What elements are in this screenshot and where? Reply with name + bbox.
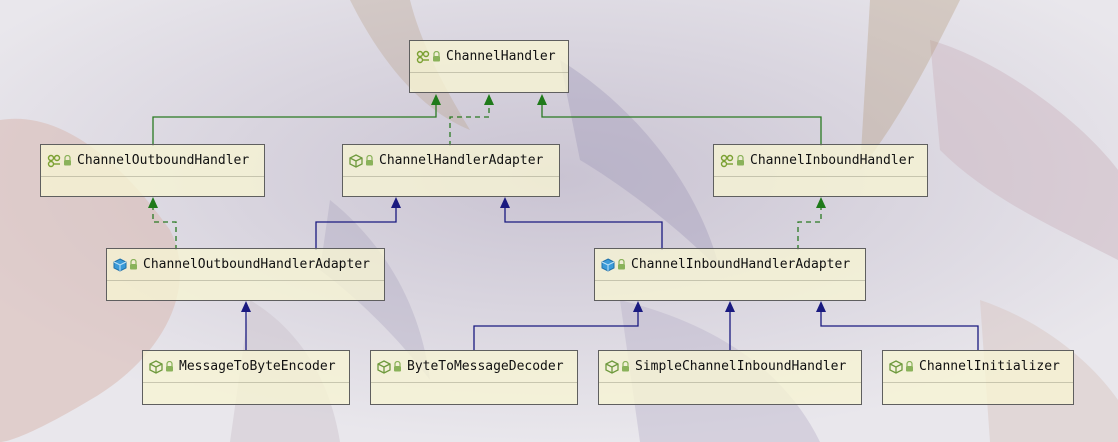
lock-icon (64, 155, 71, 166)
edge-handler-adapter-to-channel-handler (449, 104, 490, 146)
node-byte-to-message-decoder[interactable]: ByteToMessageDecoder (370, 350, 578, 405)
arrowhead-blue (725, 301, 735, 312)
edge-outbound-adapter-to-outbound-handler (152, 208, 177, 250)
arrowhead-blue (816, 301, 826, 312)
node-label: ChannelInitializer (919, 359, 1060, 374)
abstract-class-icon (889, 359, 903, 374)
node-header: ChannelInitializer (883, 351, 1073, 383)
node-label: ChannelOutboundHandlerAdapter (143, 257, 370, 272)
abstract-class-icon (605, 359, 619, 374)
node-header: SimpleChannelInboundHandler (599, 351, 861, 383)
lock-icon (618, 259, 625, 270)
node-label: SimpleChannelInboundHandler (635, 359, 847, 374)
node-header: ChannelInboundHandlerAdapter (595, 249, 865, 281)
node-label: ChannelInboundHandler (750, 153, 915, 168)
edge-outbound-adapter-to-handler-adapter (315, 208, 397, 250)
node-header: ChannelOutboundHandlerAdapter (107, 249, 384, 281)
arrowhead-green (537, 94, 547, 105)
node-label: ChannelInboundHandlerAdapter (631, 257, 851, 272)
edge-initializer-to-inbound-adapter (820, 312, 979, 350)
node-simple-channel-inbound-handler[interactable]: SimpleChannelInboundHandler (598, 350, 862, 405)
lock-icon (394, 361, 401, 372)
lock-icon (130, 259, 137, 270)
node-header: ChannelInboundHandler (714, 145, 927, 177)
interface-icon (416, 50, 430, 63)
arrowhead-blue (241, 301, 251, 312)
arrowhead-green (484, 94, 494, 105)
node-channel-outbound-handler[interactable]: ChannelOutboundHandler (40, 144, 265, 197)
node-label: ByteToMessageDecoder (407, 359, 564, 374)
node-header: MessageToByteEncoder (143, 351, 349, 383)
arrowhead-green (148, 197, 158, 208)
node-message-to-byte-encoder[interactable]: MessageToByteEncoder (142, 350, 350, 405)
node-channel-outbound-handler-adapter[interactable]: ChannelOutboundHandlerAdapter (106, 248, 385, 301)
class-icon (113, 257, 127, 272)
interface-icon (47, 154, 61, 167)
lock-icon (906, 361, 913, 372)
node-header: ChannelHandlerAdapter (343, 145, 559, 177)
node-channel-initializer[interactable]: ChannelInitializer (882, 350, 1074, 405)
lock-icon (737, 155, 744, 166)
lock-icon (433, 51, 440, 62)
edge-outbound-handler-to-channel-handler (152, 104, 437, 146)
arrowhead-green (431, 94, 441, 105)
abstract-class-icon (149, 359, 163, 374)
node-channel-handler[interactable]: ChannelHandler (409, 40, 569, 93)
abstract-class-icon (377, 359, 391, 374)
arrowhead-green (816, 197, 826, 208)
node-channel-inbound-handler[interactable]: ChannelInboundHandler (713, 144, 928, 197)
edge-inbound-handler-to-channel-handler (541, 104, 822, 146)
node-channel-handler-adapter[interactable]: ChannelHandlerAdapter (342, 144, 560, 197)
edge-decoder-to-inbound-adapter (473, 312, 639, 350)
node-channel-inbound-handler-adapter[interactable]: ChannelInboundHandlerAdapter (594, 248, 866, 301)
lock-icon (166, 361, 173, 372)
arrowhead-blue (500, 197, 510, 208)
interface-icon (720, 154, 734, 167)
arrowhead-blue (391, 197, 401, 208)
edge-inbound-adapter-to-inbound-handler (797, 208, 822, 250)
lock-icon (622, 361, 629, 372)
node-label: MessageToByteEncoder (179, 359, 336, 374)
node-label: ChannelHandler (446, 49, 556, 64)
abstract-class-icon (349, 153, 363, 168)
class-icon (601, 257, 615, 272)
edge-inbound-adapter-to-handler-adapter (504, 208, 663, 250)
node-header: ByteToMessageDecoder (371, 351, 577, 383)
node-header: ChannelOutboundHandler (41, 145, 264, 177)
arrowhead-blue (633, 301, 643, 312)
lock-icon (366, 155, 373, 166)
node-header: ChannelHandler (410, 41, 568, 73)
node-label: ChannelHandlerAdapter (379, 153, 544, 168)
node-label: ChannelOutboundHandler (77, 153, 250, 168)
